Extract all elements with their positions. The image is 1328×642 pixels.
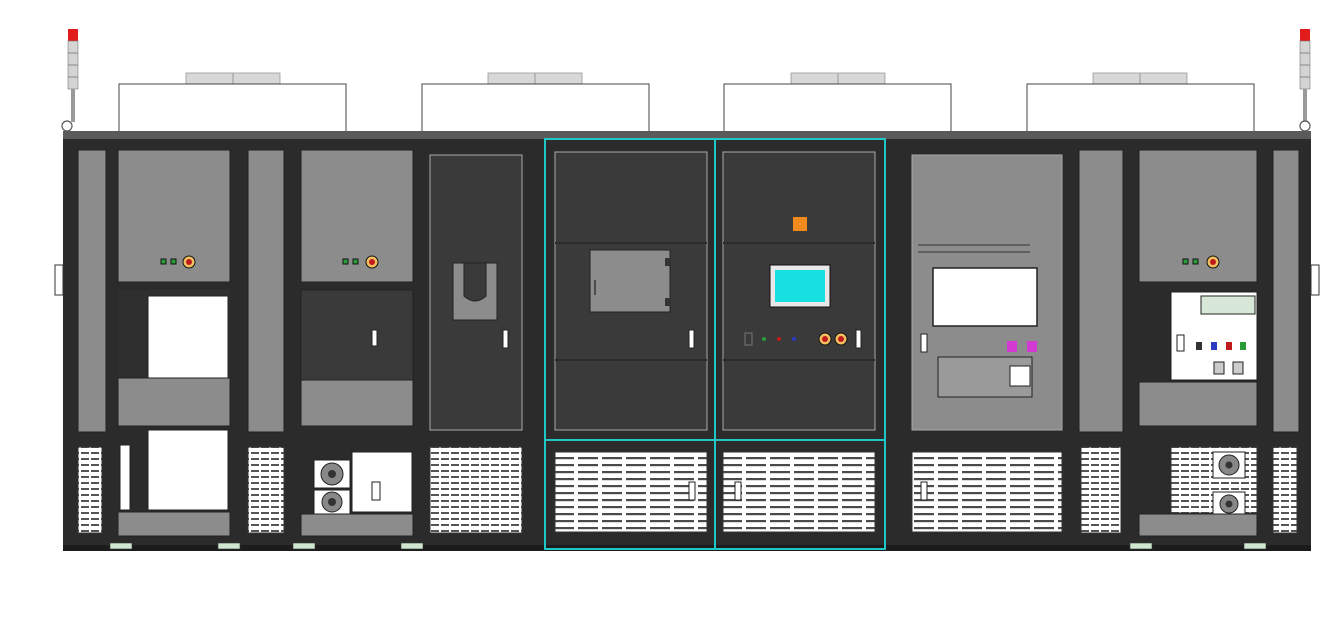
signal-tower-left (61, 29, 79, 132)
fan-hood-2 (421, 72, 650, 133)
indicator-buttons-1 (160, 255, 196, 269)
cooling-fans-2 (313, 459, 351, 515)
indicator-buttons-6 (1182, 255, 1220, 269)
module-left (77, 149, 285, 537)
module-center (544, 138, 886, 550)
feet (109, 542, 1267, 550)
fan-hood-1 (118, 72, 347, 133)
module-5 (911, 154, 1063, 533)
fan-hood-3 (723, 72, 952, 133)
module-3 (429, 154, 523, 534)
cooling-fans-6 (1212, 451, 1246, 517)
signal-tower-right (1299, 29, 1311, 132)
module-right (1078, 149, 1300, 537)
control-buttons-center (744, 329, 862, 349)
fan-hood-4 (1026, 72, 1255, 133)
touchscreen-hmi (769, 264, 831, 308)
module-2 (300, 149, 414, 537)
roof-fan-hoods (118, 72, 1255, 133)
indicator-buttons-2 (342, 255, 379, 269)
indicator-orange (793, 217, 807, 231)
